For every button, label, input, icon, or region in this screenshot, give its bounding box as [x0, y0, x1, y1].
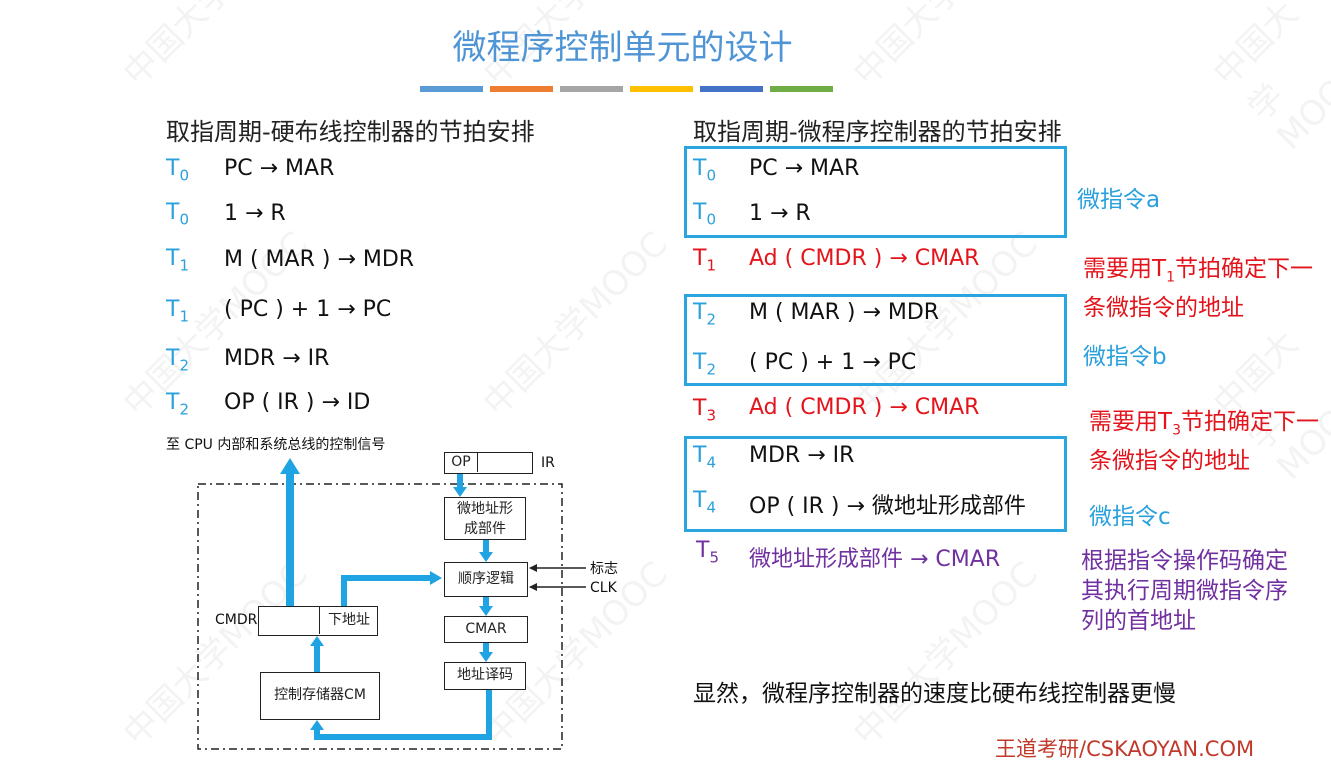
right-micro-op: PC → MAR: [749, 156, 860, 181]
left-timing-label: T2: [166, 390, 189, 419]
color-bar-segment: [770, 86, 833, 92]
left-timing-label: T1: [166, 297, 189, 326]
left-timing-label: T0: [166, 156, 189, 185]
right-timing-label: T1: [693, 246, 716, 275]
right-timing-label: T3: [693, 396, 716, 425]
right-timing-label: T5: [696, 538, 719, 567]
micro-instruction-c-box: [684, 436, 1067, 532]
t1-note: 需要用T1节拍确定下一条微指令的地址: [1083, 256, 1313, 321]
right-micro-op: MDR → IR: [749, 443, 855, 468]
right-micro-op: ( PC ) + 1 → PC: [749, 350, 917, 375]
right-timing-label: T4: [693, 443, 716, 472]
op-field: OP: [445, 453, 478, 472]
t5-note: 根据指令操作码确定其执行周期微指令序列的首地址: [1081, 548, 1288, 634]
left-timing-label: T2: [166, 346, 189, 375]
micro-address-generator: 微地址形成部件: [444, 497, 526, 540]
op-register: OP: [444, 452, 533, 474]
left-micro-op: M ( MAR ) → MDR: [224, 247, 415, 272]
clk-label: CLK: [590, 580, 617, 596]
micro-instruction-b-box: [684, 294, 1067, 386]
right-timing-label: T0: [693, 156, 716, 185]
left-micro-op: 1 → R: [224, 201, 286, 226]
left-micro-op: OP ( IR ) → ID: [224, 390, 371, 415]
sequencer-logic: 顺序逻辑: [444, 562, 528, 597]
color-bar-segment: [560, 86, 623, 92]
left-micro-op: MDR → IR: [224, 346, 330, 371]
cmdr-label: CMDR: [215, 612, 258, 628]
right-timing-label: T4: [693, 488, 716, 517]
color-bar-segment: [490, 86, 553, 92]
left-micro-op: ( PC ) + 1 → PC: [224, 297, 392, 322]
cmar-register: CMAR: [444, 616, 528, 643]
left-timing-label: T0: [166, 200, 189, 229]
left-timing-label: T1: [166, 246, 189, 275]
right-timing-label: T2: [693, 300, 716, 329]
flag-label: 标志: [590, 561, 618, 577]
address-decoder: 地址译码: [444, 662, 526, 690]
right-micro-op: 微地址形成部件 → CMAR: [749, 547, 1001, 572]
footer-brand: 王道考研/CSKAOYAN.COM: [995, 737, 1255, 761]
cmdr-register: 下地址: [258, 606, 378, 636]
color-bar-segment: [700, 86, 763, 92]
conclusion-text: 显然，微程序控制器的速度比硬布线控制器更慢: [693, 681, 1176, 707]
next-address-field: 下地址: [319, 607, 378, 634]
right-timing-label: T0: [693, 200, 716, 229]
control-signal-label: 至 CPU 内部和系统总线的控制信号: [166, 437, 386, 453]
page-title: 微程序控制单元的设计: [452, 28, 793, 68]
hardwired-heading: 取指周期-硬布线控制器的节拍安排: [166, 118, 535, 146]
right-micro-op: M ( MAR ) → MDR: [749, 300, 940, 325]
micro-instruction-a-label: 微指令a: [1077, 187, 1161, 213]
right-timing-label: T2: [693, 350, 716, 379]
microprogram-heading: 取指周期-微程序控制器的节拍安排: [693, 118, 1062, 146]
t3-note: 需要用T3节拍确定下一条微指令的地址: [1089, 409, 1319, 474]
right-micro-op: 1 → R: [749, 201, 811, 226]
right-micro-op: OP ( IR ) → 微地址形成部件: [749, 494, 1026, 519]
right-micro-op: Ad ( CMDR ) → CMAR: [749, 246, 980, 271]
control-store: 控制存储器CM: [260, 672, 380, 720]
micro-instruction-b-label: 微指令b: [1083, 344, 1167, 370]
color-bar-segment: [420, 86, 483, 92]
ir-label: IR: [541, 455, 555, 471]
left-micro-op: PC → MAR: [224, 156, 335, 181]
color-bar-segment: [630, 86, 693, 92]
micro-instruction-a-box: [684, 146, 1067, 238]
micro-instruction-c-label: 微指令c: [1089, 504, 1171, 530]
right-micro-op: Ad ( CMDR ) → CMAR: [749, 395, 980, 420]
